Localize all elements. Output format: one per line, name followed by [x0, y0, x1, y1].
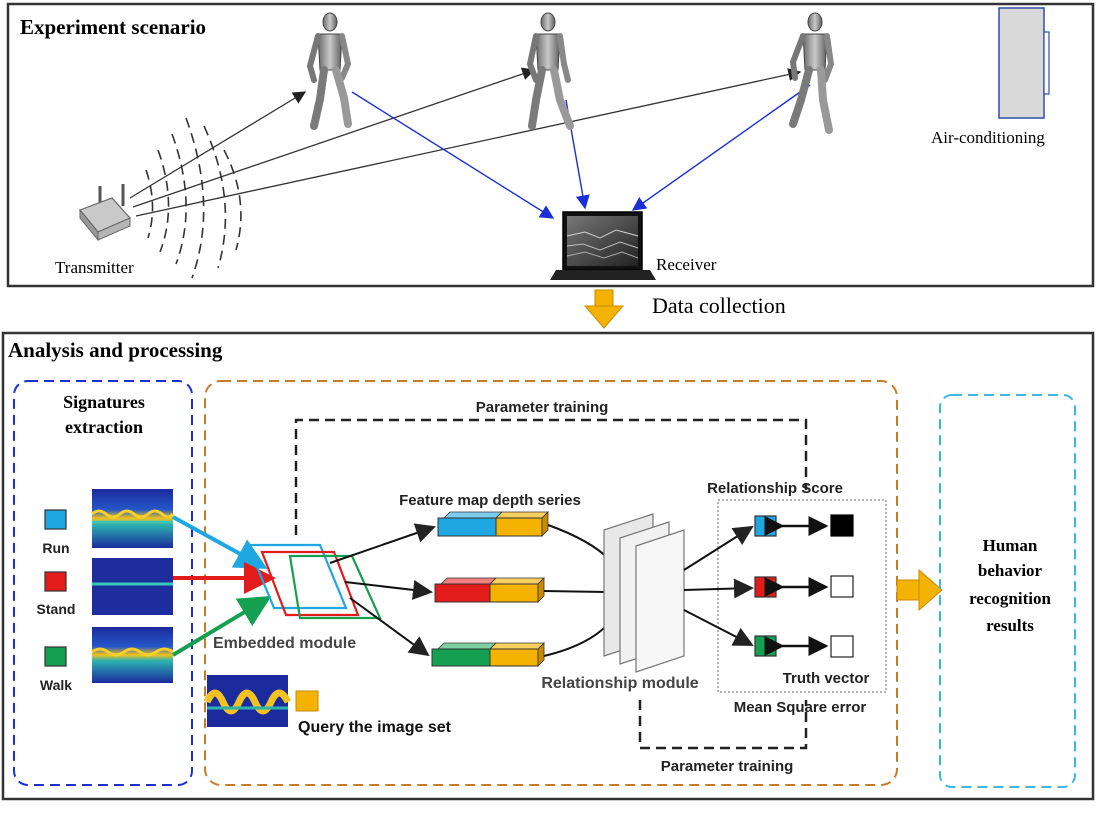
parameter-training-top-label: Parameter training [476, 399, 609, 416]
score-walk-square [754, 635, 777, 657]
parameter-training-bottom-label: Parameter training [661, 758, 794, 775]
relationship-score-box [717, 499, 887, 693]
query-label: Query the image set [298, 719, 452, 736]
parameter-training-top-loop [294, 418, 808, 535]
score-run-square [754, 515, 777, 537]
result-line4: results [986, 616, 1034, 635]
experiment-scenario-title: Experiment scenario [20, 15, 206, 39]
stand-class-square [44, 571, 67, 592]
feature-arrow-1 [329, 523, 436, 564]
mse-label: Mean Square error [734, 699, 867, 716]
relation-line-2 [543, 590, 607, 593]
score-arrow-1 [683, 525, 754, 571]
human-figure-3 [789, 12, 835, 134]
stand-spectrogram [92, 558, 173, 615]
score-arrow-2 [683, 578, 754, 599]
run-spectrogram [91, 489, 175, 548]
router-icon [79, 184, 132, 242]
result-line1: Human [983, 536, 1038, 555]
signal-path-2 [132, 67, 536, 208]
embedded-module-label: Embedded module [213, 635, 356, 652]
analysis-processing-title: Analysis and processing [8, 338, 223, 362]
feature-map-label: Feature map depth series [399, 492, 581, 509]
result-line2: behavior [978, 561, 1043, 580]
result-arrow-icon [896, 568, 943, 612]
receiver-label: Receiver [656, 255, 717, 274]
relationship-module-shape [603, 513, 685, 673]
truth-square-2 [830, 575, 854, 598]
truth-square-1 [830, 514, 854, 537]
result-line3: recognition [969, 589, 1051, 608]
reflection-path-3 [631, 84, 811, 211]
feature-map-stand [434, 577, 545, 603]
score-stand-square [754, 576, 777, 598]
signatures-extraction-box [13, 380, 193, 786]
feature-arrow-3 [349, 597, 430, 657]
transmitter-label: Transmitter [55, 258, 134, 277]
recognition-results-box [939, 394, 1076, 788]
walk-class-square [44, 646, 67, 667]
signatures-title-line1: Signatures [63, 392, 145, 412]
parameter-training-bottom-loop [638, 700, 808, 750]
human-figure-1 [306, 12, 352, 130]
run-input-arrow [172, 515, 268, 569]
human-figure-2 [526, 12, 574, 130]
stand-label: Stand [37, 601, 76, 617]
score-arrow-3 [683, 609, 754, 646]
reflection-path-1 [351, 91, 555, 219]
wifi-wave-icon [145, 117, 242, 279]
truth-vector-label: Truth vector [783, 670, 870, 687]
signal-path-3 [135, 68, 802, 217]
run-label: Run [42, 540, 69, 556]
air-conditioner-icon [998, 7, 1050, 119]
truth-square-3 [830, 635, 854, 658]
walk-label: Walk [40, 677, 72, 693]
walk-input-arrow [171, 595, 272, 657]
air-conditioning-label: Air-conditioning [931, 128, 1045, 147]
relationship-module-label: Relationship module [541, 675, 698, 692]
run-class-square [44, 509, 67, 530]
signal-path-1 [129, 91, 307, 199]
signatures-title-line2: extraction [65, 417, 143, 437]
analysis-processing-panel [1, 331, 1095, 801]
query-square [295, 690, 319, 712]
data-collection-label: Data collection [652, 293, 786, 318]
relationship-score-label: Relationship Score [707, 480, 843, 497]
walk-spectrogram [91, 627, 174, 683]
query-spectrogram [203, 675, 292, 727]
embedded-module-shape [246, 543, 382, 620]
down-arrow-icon [583, 289, 625, 329]
feature-map-walk [431, 642, 545, 667]
feature-arrow-2 [344, 579, 433, 600]
laptop-icon [550, 211, 656, 280]
feature-map-run [437, 511, 549, 537]
